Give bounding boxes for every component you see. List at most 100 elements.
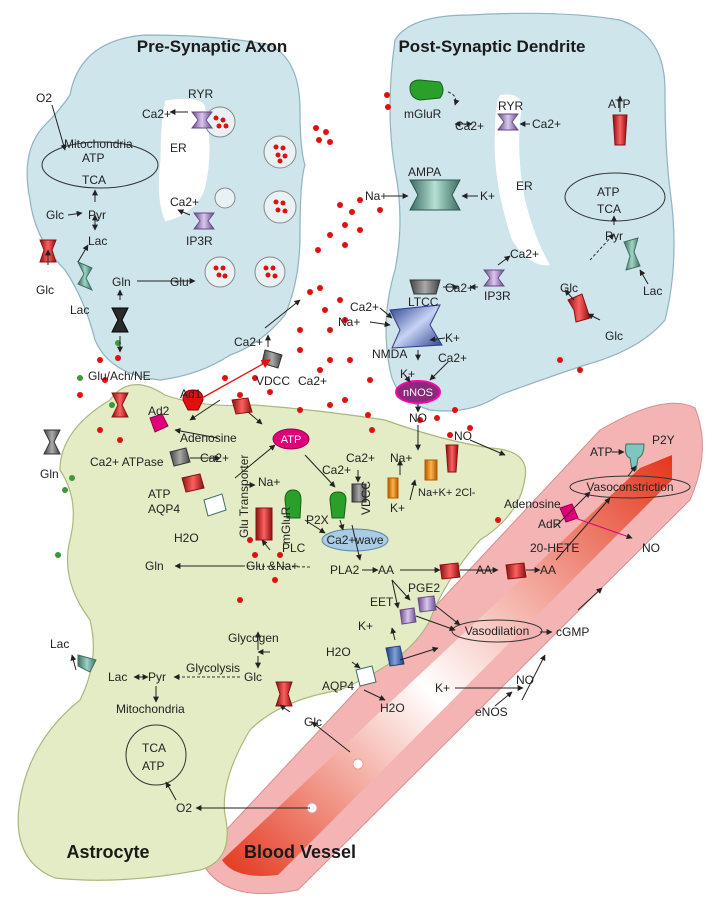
pre-gln-label: Gln (112, 275, 131, 289)
glycolysis-label: Glycolysis (186, 661, 240, 675)
astro-na-k-label: Na+ (390, 451, 412, 465)
pge2-channel (417, 595, 437, 613)
astro-mitochondria-label: Mitochondria (116, 702, 185, 716)
pre-ca-vdcc-out-label: Ca2+ (298, 374, 327, 388)
ca-atpase-channel (169, 447, 191, 467)
eet-label: EET (370, 595, 394, 609)
aqp4-2-channel (355, 665, 377, 687)
pre-vdcc-label: VDCC (256, 374, 290, 388)
ampa-receptor (409, 179, 461, 211)
glu-ach-ne-label: Glu/Ach/NE (88, 369, 151, 383)
aqp4-channel (203, 493, 227, 517)
post-ca-nnos-label: Ca2+ (438, 351, 467, 365)
pre-er-label: ER (170, 141, 187, 155)
astro-k-nkcc-label: K+ (390, 501, 405, 515)
ca-wave-label: Ca2+wave (326, 533, 383, 547)
pre-ca-vdcc-label: Ca2+ (234, 335, 263, 349)
astro-atp-label: ATP (148, 487, 170, 501)
gln-channel-left (43, 429, 61, 455)
pre-bottom-channel (231, 397, 253, 415)
post-ip3r-channel (483, 269, 505, 287)
post-er-label: ER (516, 179, 533, 193)
astro-mitochondria (125, 724, 187, 786)
astro-atp2-label: ATP (142, 759, 164, 773)
nmda-label: NMDA (372, 347, 407, 361)
pre-glu-label: Glu (170, 275, 189, 289)
pre-tca-label: TCA (82, 173, 106, 187)
pre-er (157, 97, 211, 223)
astro-aa1-label: AA (378, 563, 394, 577)
astro-na-glu-label: Na+ (258, 475, 280, 489)
astro-glc-label: Glc (244, 670, 262, 684)
ltcc-channel (409, 279, 441, 295)
astro-glc-transporter (275, 681, 293, 707)
mglur-post-receptor (409, 79, 444, 101)
hete-label: 20-HETE (530, 541, 579, 555)
post-er (494, 94, 550, 266)
pre-ryr-label: RYR (188, 87, 213, 101)
astro-mglur-label: mGluR (279, 506, 293, 544)
astro-gln-label: Gln (145, 559, 164, 573)
astro-glc-vessel-label: Glc (304, 715, 322, 729)
astro-h2o-3-label: H2O (380, 701, 405, 715)
astro-h2o-label: H2O (174, 531, 199, 545)
nnos-label: nNOS (403, 387, 433, 399)
enos-label: eNOS (475, 705, 508, 719)
vessel-atp-label: ATP (590, 445, 612, 459)
pre-glc-transporter-label: Glc (36, 283, 54, 297)
astro-lac-label: Lac (108, 670, 127, 684)
ampa-label: AMPA (408, 165, 441, 179)
vasodilation-oval (451, 619, 543, 643)
pre-lac-label: Lac (88, 234, 107, 248)
post-glc-label: Glc (560, 281, 578, 295)
blood-vessel (199, 402, 703, 895)
vessel-bubble-1 (352, 758, 364, 770)
post-k-nnos-label: K+ (400, 367, 415, 381)
no-channel (445, 444, 459, 473)
blood-vessel-title: Blood Vessel (244, 842, 356, 862)
pre-ca-ryr-label: Ca2+ (142, 107, 171, 121)
astro-aqp4-label: AQP4 (148, 502, 180, 516)
astro-ca-out-label: Ca2+ (200, 451, 229, 465)
nkcc-label: Na+K+ 2Cl- (418, 487, 476, 499)
vasoconstriction-label: Vasoconstriction (586, 480, 673, 494)
astro-ca-b-label: Ca2+ (346, 451, 375, 465)
astro-h2o-2-label: H2O (326, 645, 351, 659)
nmda-receptor (389, 304, 443, 349)
aa-channel-2 (505, 562, 527, 580)
glu-release-channel (111, 392, 129, 418)
post-ca-ip3r-top-label: Ca2+ (510, 247, 539, 261)
astro-aa2-label: AA (476, 563, 492, 577)
ad2-receptor (149, 413, 169, 433)
post-no2-label: NO (454, 429, 472, 443)
post-k-nmda-label: K+ (445, 331, 460, 345)
ryr-channel (191, 111, 213, 129)
astro-aqp4-2-label: AQP4 (322, 679, 354, 693)
post-glc-out-label: Glc (605, 329, 623, 343)
post-mglur-label: mGluR (404, 107, 442, 121)
ad1-receptor (182, 389, 204, 411)
k-channel-orange (387, 477, 399, 499)
vessel-no-right-label: NO (642, 541, 660, 555)
pla2-label: PLA2 (330, 563, 360, 577)
astro-aa3-label: AA (540, 563, 556, 577)
post-ryr-label: RYR (498, 99, 523, 113)
plc-label: PLC (282, 541, 306, 555)
cgmp-label: cGMP (556, 625, 589, 639)
post-ca-ltcc-label: Ca2+ (445, 281, 474, 295)
adenosine-atp-oval (272, 428, 310, 450)
ltcc-label: LTCC (408, 295, 439, 309)
post-synaptic-dendrite (385, 12, 675, 412)
bk-channel (385, 645, 405, 667)
post-pyr-label: Pyr (605, 229, 623, 243)
astrocyte-title: Astrocyte (66, 842, 149, 862)
astro-pyr-label: Pyr (148, 670, 166, 684)
atp-channel (612, 114, 628, 146)
post-lac-transporter (623, 237, 641, 271)
glu-transporter-label: Glu Transporter (237, 455, 251, 538)
adenosine-label: Adenosine (180, 431, 237, 445)
pre-synaptic-title: Pre-Synaptic Axon (137, 37, 288, 56)
arrows (45, 91, 649, 811)
post-k-ampa-label: K+ (480, 189, 495, 203)
ad1-label: Ad1 (180, 387, 202, 401)
